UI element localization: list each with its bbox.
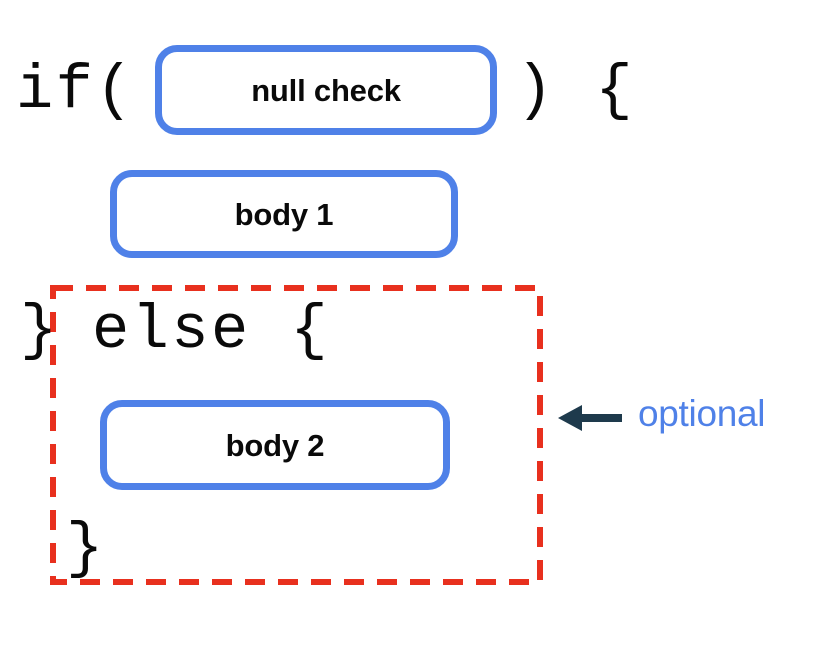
arrow-left-icon [556,398,626,438]
code-close-brace-before-else: } [20,295,60,366]
node-body-2-label: body 2 [225,427,325,463]
arrow-left-glyph [558,405,622,431]
node-null-check-label: null check [251,72,401,108]
code-if-open: if( [16,55,136,126]
node-null-check[interactable]: null check [155,45,497,135]
code-if-close: ) { [516,55,636,126]
node-body-1[interactable]: body 1 [110,170,458,258]
node-body-2[interactable]: body 2 [100,400,450,490]
code-close-brace-end: } [66,513,106,584]
node-body-1-label: body 1 [234,196,334,232]
annotation-optional-label: optional [638,393,766,434]
code-else-open: else { [92,295,331,366]
